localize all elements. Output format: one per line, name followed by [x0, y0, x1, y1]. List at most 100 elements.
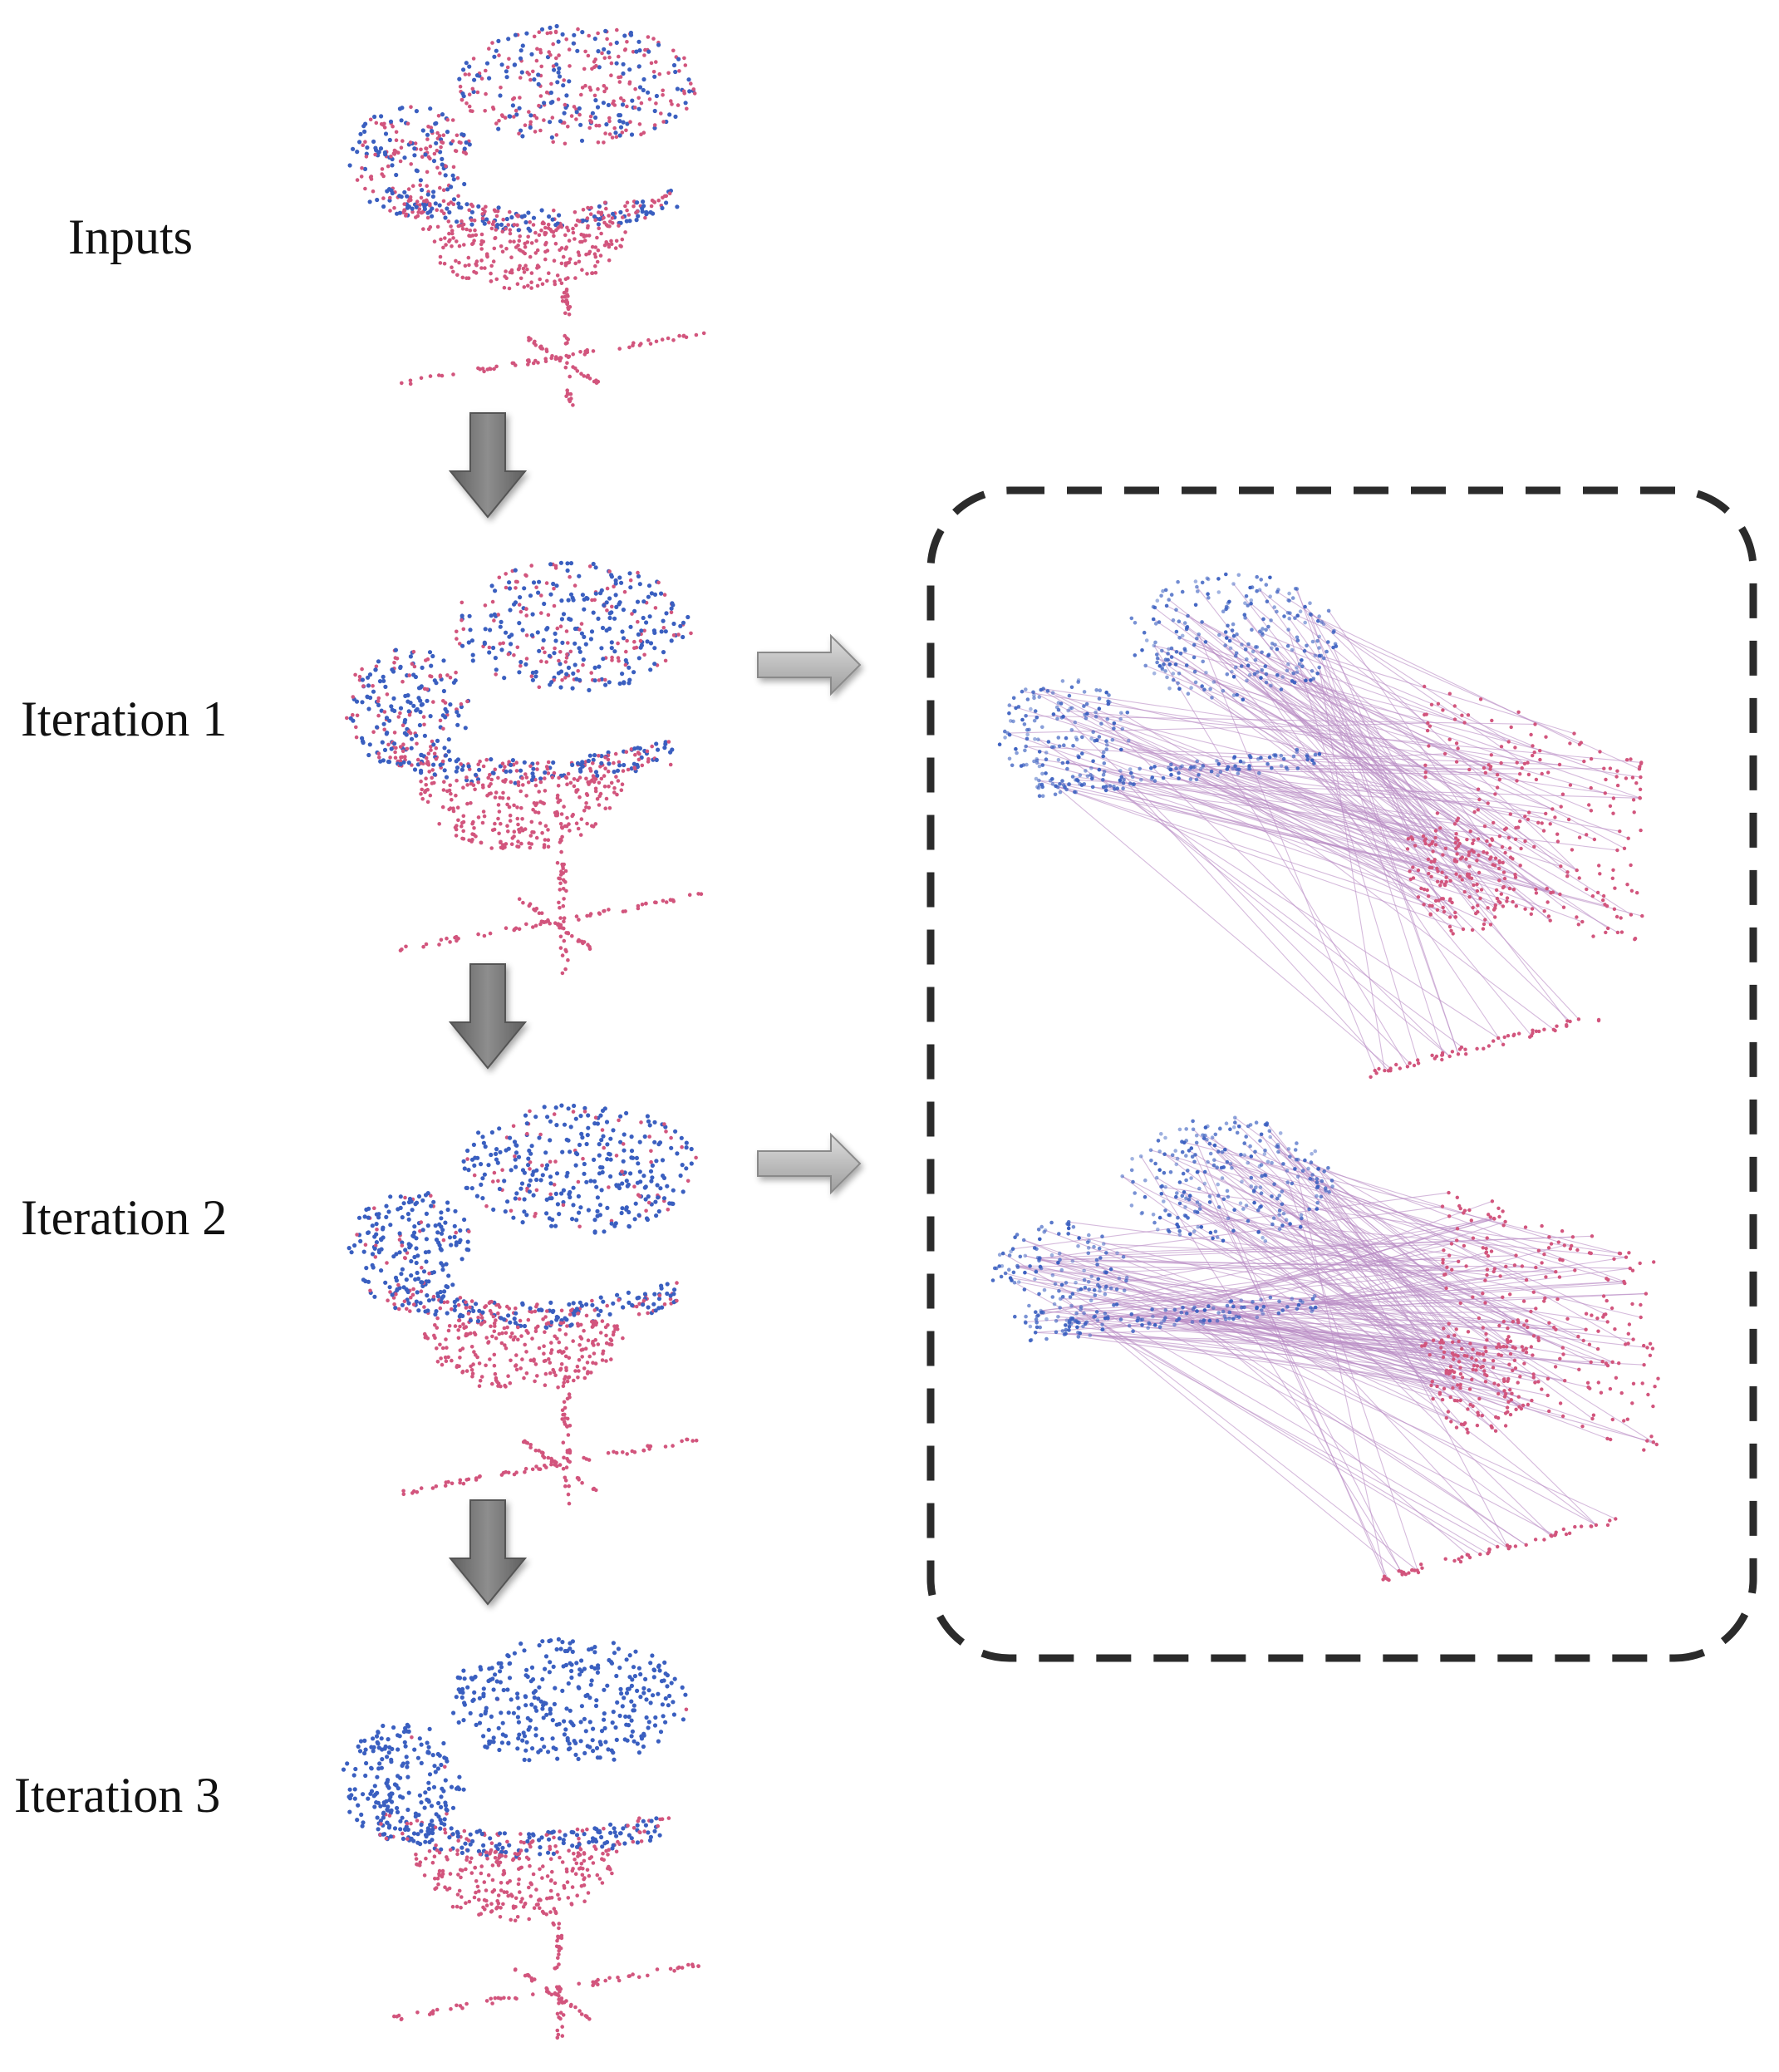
- source-point: [620, 1206, 625, 1211]
- target-point: [443, 1355, 448, 1360]
- source-point: [446, 1273, 451, 1278]
- source-point: [509, 642, 514, 647]
- target-point: [539, 611, 543, 615]
- target-point: [576, 1312, 581, 1316]
- source-point: [632, 1674, 638, 1679]
- target-point: [459, 701, 464, 706]
- target-point: [607, 806, 612, 810]
- source-point: [577, 1142, 582, 1148]
- target-point: [520, 1897, 524, 1901]
- source-point: [588, 1682, 593, 1687]
- target-point: [587, 86, 592, 90]
- source-point: [491, 1207, 496, 1212]
- target-point: [520, 776, 524, 780]
- target-point: [410, 1292, 415, 1297]
- source-point: [466, 640, 471, 645]
- target-point: [444, 243, 448, 247]
- target-point: [552, 586, 556, 591]
- target-point: [546, 771, 551, 775]
- target-point: [440, 1346, 445, 1351]
- source-point: [452, 1223, 457, 1228]
- source-point: [550, 217, 555, 222]
- target-point: [384, 1836, 389, 1841]
- target-point: [565, 388, 569, 393]
- target-point: [605, 37, 609, 42]
- target-point: [511, 1124, 516, 1129]
- target-point: [387, 1814, 392, 1818]
- target-point: [607, 244, 612, 249]
- source-point: [1243, 601, 1247, 605]
- source-point: [498, 1680, 504, 1685]
- target-point: [469, 1299, 474, 1303]
- source-point: [1201, 763, 1206, 768]
- source-point: [586, 1125, 591, 1130]
- source-point: [443, 1800, 448, 1805]
- target-point: [435, 208, 439, 212]
- source-point: [391, 1725, 396, 1730]
- target-point: [451, 202, 456, 206]
- source-point: [524, 1213, 529, 1218]
- source-point: [607, 1657, 612, 1663]
- target-point: [453, 1324, 458, 1328]
- source-point: [675, 204, 680, 209]
- target-point: [421, 715, 426, 719]
- source-point: [1243, 647, 1248, 652]
- target-point: [464, 1478, 469, 1482]
- target-point: [690, 1439, 695, 1443]
- target-point: [591, 1361, 595, 1365]
- target-point: [661, 93, 665, 97]
- source-point: [1249, 602, 1253, 606]
- source-point: [613, 1725, 618, 1730]
- target-point: [649, 1149, 653, 1154]
- source-point: [1097, 696, 1102, 701]
- target-point: [568, 391, 573, 396]
- target-point: [467, 263, 471, 268]
- correspondence-line: [1217, 775, 1425, 842]
- source-point: [597, 1740, 602, 1745]
- correspondence-line: [1267, 655, 1617, 778]
- target-point: [449, 2006, 453, 2011]
- target-point: [559, 246, 564, 250]
- target-point: [550, 1869, 554, 1874]
- source-point: [366, 1206, 371, 1211]
- target-point: [612, 760, 616, 765]
- source-point: [651, 211, 656, 216]
- source-point: [467, 142, 472, 147]
- target-point: [681, 333, 686, 338]
- source-point: [1189, 686, 1193, 690]
- source-point: [388, 1794, 393, 1799]
- source-point: [671, 1188, 676, 1193]
- source-point: [522, 1323, 528, 1329]
- target-point: [656, 1823, 660, 1828]
- target-point: [599, 231, 603, 236]
- target-point: [440, 759, 445, 764]
- arrow-right-icon: [757, 1132, 862, 1195]
- source-point: [1245, 657, 1249, 662]
- target-point: [524, 775, 529, 780]
- source-point: [371, 1749, 376, 1754]
- source-point: [572, 1739, 577, 1744]
- source-point: [455, 1831, 460, 1836]
- source-point: [570, 1217, 575, 1222]
- target-point: [561, 1384, 566, 1388]
- source-point: [668, 750, 673, 755]
- source-point: [462, 181, 467, 187]
- target-point: [459, 824, 464, 829]
- source-point: [405, 1764, 410, 1769]
- target-point: [493, 1996, 498, 2001]
- source-point: [1195, 759, 1199, 764]
- target-point: [419, 761, 423, 765]
- source-point: [430, 194, 436, 199]
- target-point: [574, 1861, 579, 1866]
- source-point: [423, 1839, 428, 1844]
- source-point: [372, 1246, 377, 1251]
- source-point: [452, 1307, 457, 1312]
- target-point: [614, 135, 619, 140]
- target-point: [361, 684, 366, 688]
- source-point: [457, 76, 462, 81]
- source-point: [356, 1803, 361, 1808]
- source-point: [516, 1705, 521, 1710]
- source-point: [597, 65, 602, 70]
- source-point: [667, 1693, 672, 1699]
- target-point: [571, 365, 575, 369]
